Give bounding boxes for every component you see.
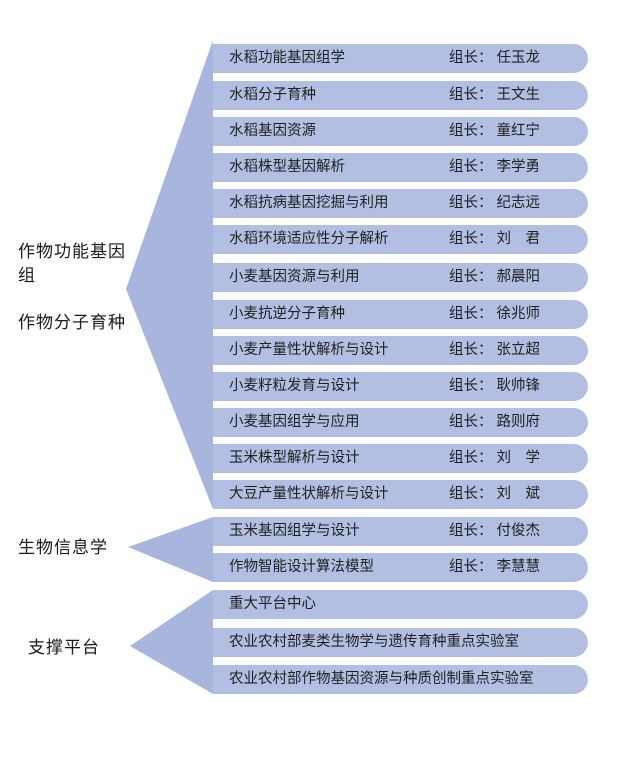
list-item: 玉米基因组学与设计 组长：付俊杰: [213, 517, 588, 546]
leader-name: 王文生: [496, 87, 541, 103]
item-name: 水稻分子育种: [229, 87, 316, 103]
leader-key: 组长：: [449, 159, 493, 175]
list-item: 作物智能设计算法模型 组长：李慧慧: [213, 553, 588, 582]
fan-group-functional: [126, 40, 213, 509]
leader-key: 组长：: [449, 123, 493, 139]
list-item: 小麦籽粒发育与设计 组长：耿帅锋: [213, 372, 588, 401]
group-label-bioinformatics: 生物信息学: [18, 538, 108, 558]
leader-name: 李慧慧: [496, 559, 541, 575]
item-name: 水稻株型基因解析: [229, 159, 345, 175]
item-name: 玉米基因组学与设计: [229, 523, 360, 539]
list-item: 水稻抗病基因挖掘与利用 组长：纪志远: [213, 189, 588, 218]
leader-name: 路则府: [496, 414, 541, 430]
item-name: 水稻基因资源: [229, 123, 316, 139]
leader-key: 组长：: [449, 559, 493, 575]
leader-name: 张立超: [496, 342, 541, 358]
leader-key: 组长：: [449, 523, 493, 539]
list-item: 水稻基因资源 组长：童红宁: [213, 117, 588, 146]
item-name: 小麦基因资源与利用: [229, 269, 360, 285]
list-item: 大豆产量性状解析与设计 组长：刘 斌: [213, 480, 588, 509]
leader-name: 刘 斌: [496, 486, 541, 502]
item-name: 农业农村部作物基因资源与种质创制重点实验室: [229, 671, 534, 687]
fan-group-support: [130, 590, 213, 694]
leader-name: 郝晨阳: [496, 269, 541, 285]
leader-name: 刘 君: [496, 231, 541, 247]
item-name: 作物智能设计算法模型: [229, 559, 374, 575]
leader-key: 组长：: [449, 195, 493, 211]
list-item: 小麦基因组学与应用 组长：路则府: [213, 408, 588, 437]
leader-name: 付俊杰: [496, 523, 541, 539]
fan-group-bioinformatics: [128, 517, 213, 582]
leader-key: 组长：: [449, 269, 493, 285]
group-label-functional-genomics: 作物功能基因组: [18, 242, 126, 286]
item-name: 小麦产量性状解析与设计: [229, 342, 389, 358]
leader-key: 组长：: [449, 486, 493, 502]
item-name: 水稻功能基因组学: [229, 50, 345, 66]
leader-name: 刘 学: [496, 450, 541, 466]
leader-name: 任玉龙: [496, 50, 541, 66]
list-item: 水稻环境适应性分子解析 组长：刘 君: [213, 225, 588, 254]
list-item: 农业农村部作物基因资源与种质创制重点实验室: [213, 665, 588, 694]
item-name: 重大平台中心: [229, 596, 316, 612]
group-label-molecular-breeding: 作物分子育种: [18, 313, 126, 333]
item-name: 小麦籽粒发育与设计: [229, 378, 360, 394]
list-item: 水稻株型基因解析 组长：李学勇: [213, 153, 588, 182]
leader-key: 组长：: [449, 231, 493, 247]
group-label-support-platform: 支撑平台: [28, 638, 100, 658]
leader-key: 组长：: [449, 414, 493, 430]
item-name: 小麦抗逆分子育种: [229, 306, 345, 322]
list-item: 小麦产量性状解析与设计 组长：张立超: [213, 336, 588, 365]
leader-name: 童红宁: [496, 123, 541, 139]
item-name: 小麦基因组学与应用: [229, 414, 360, 430]
item-name: 水稻环境适应性分子解析: [229, 231, 389, 247]
leader-key: 组长：: [449, 306, 493, 322]
list-item: 水稻功能基因组学 组长：任玉龙: [213, 44, 588, 73]
leader-name: 纪志远: [496, 195, 541, 211]
list-item: 小麦抗逆分子育种 组长：徐兆师: [213, 300, 588, 329]
list-item: 重大平台中心: [213, 590, 588, 619]
item-name: 大豆产量性状解析与设计: [229, 486, 389, 502]
item-name: 水稻抗病基因挖掘与利用: [229, 195, 389, 211]
leader-name: 李学勇: [496, 159, 541, 175]
leader-key: 组长：: [449, 450, 493, 466]
leader-key: 组长：: [449, 87, 493, 103]
list-item: 小麦基因资源与利用 组长：郝晨阳: [213, 263, 588, 292]
leader-key: 组长：: [449, 50, 493, 66]
list-item: 玉米株型解析与设计 组长：刘 学: [213, 444, 588, 473]
item-name: 农业农村部麦类生物学与遗传育种重点实验室: [229, 634, 519, 650]
leader-name: 徐兆师: [496, 306, 541, 322]
leader-key: 组长：: [449, 378, 493, 394]
list-item: 农业农村部麦类生物学与遗传育种重点实验室: [213, 628, 588, 657]
list-item: 水稻分子育种 组长：王文生: [213, 81, 588, 110]
item-name: 玉米株型解析与设计: [229, 450, 360, 466]
leader-key: 组长：: [449, 342, 493, 358]
leader-name: 耿帅锋: [496, 378, 541, 394]
